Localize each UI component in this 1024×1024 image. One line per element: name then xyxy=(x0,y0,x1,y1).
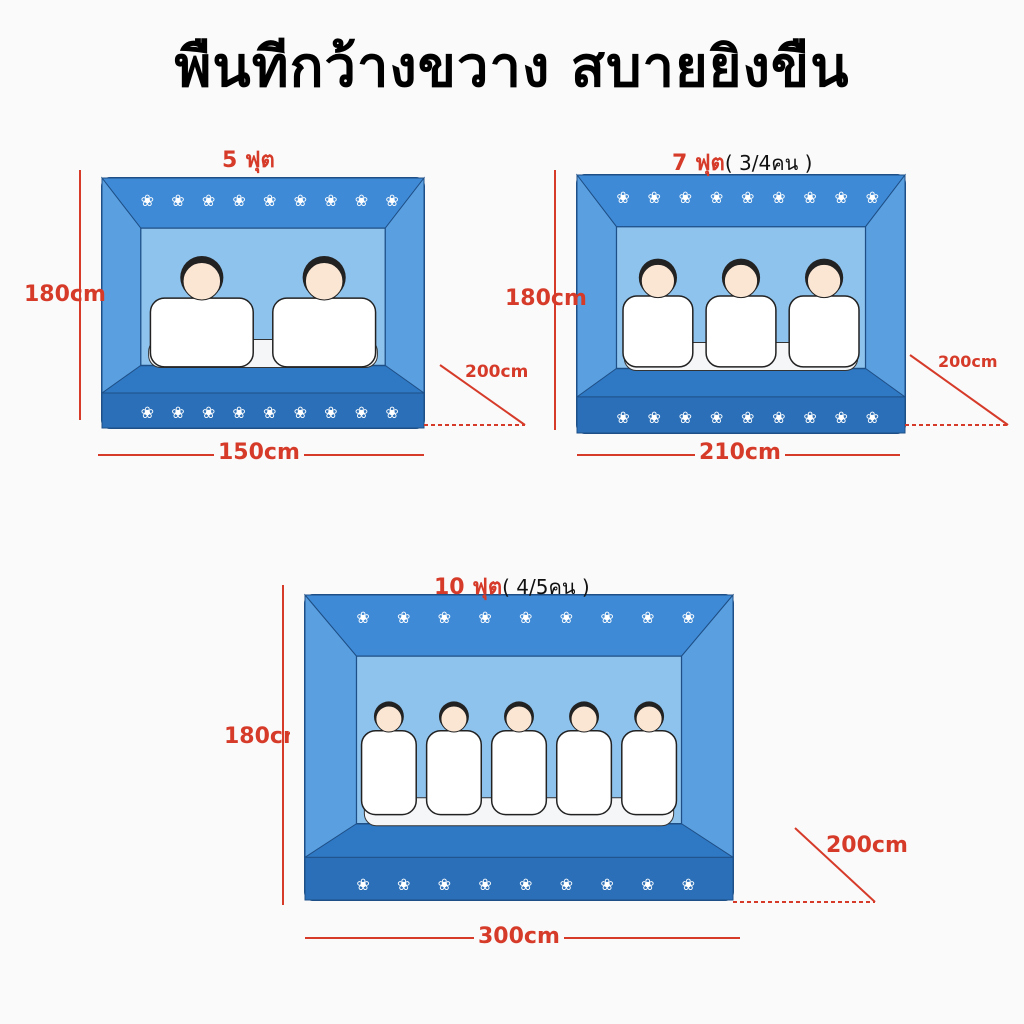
depth-dimension-line xyxy=(794,827,876,903)
net-left-panel xyxy=(101,176,142,394)
flower-pattern-icon: ❀ xyxy=(679,408,692,427)
flower-pattern-icon: ❀ xyxy=(710,188,723,207)
depth-dimension-line xyxy=(909,354,1009,426)
net-left-panel xyxy=(576,173,617,398)
flower-pattern-icon: ❀ xyxy=(866,408,879,427)
flower-pattern-icon: ❀ xyxy=(679,188,692,207)
flower-pattern-icon: ❀ xyxy=(263,403,276,422)
net-7ft-depth: 200cm xyxy=(938,352,998,371)
net-7ft-size-label: 7 ฟุต( 3/4คน ) xyxy=(672,151,813,176)
flower-pattern-icon: ❀ xyxy=(616,188,629,207)
person-face xyxy=(375,705,403,733)
flower-pattern-icon: ❀ xyxy=(772,408,785,427)
flower-pattern-icon: ❀ xyxy=(385,403,398,422)
net-5ft-depth: 200cm xyxy=(465,362,529,382)
page-title: พืนทีกว้างขวาง สบายยิงขืน xyxy=(174,35,850,100)
net-10ft-height: 180cm xyxy=(224,724,290,749)
person-body xyxy=(788,295,860,368)
net-5ft-width: 150cm xyxy=(214,440,304,465)
flower-pattern-icon: ❀ xyxy=(560,875,573,894)
flower-pattern-icon: ❀ xyxy=(478,608,491,627)
flower-pattern-icon: ❀ xyxy=(519,875,532,894)
person-body xyxy=(705,295,777,368)
net-right-panel xyxy=(681,593,734,859)
flower-pattern-icon: ❀ xyxy=(356,608,369,627)
flower-pattern-icon: ❀ xyxy=(803,408,816,427)
flower-pattern-icon: ❀ xyxy=(600,608,613,627)
net-10ft-size-label: 10 ฟุต( 4/5คน ) xyxy=(434,575,590,600)
flower-pattern-icon: ❀ xyxy=(202,403,215,422)
flower-pattern-icon: ❀ xyxy=(171,403,184,422)
person-face xyxy=(570,705,598,733)
net-bottom-band xyxy=(101,392,425,429)
person-face xyxy=(440,705,468,733)
flower-pattern-icon: ❀ xyxy=(438,875,451,894)
person-face xyxy=(806,263,842,299)
flower-pattern-icon: ❀ xyxy=(294,403,307,422)
flower-pattern-icon: ❀ xyxy=(141,191,154,210)
net-7ft-width: 210cm xyxy=(695,440,785,465)
flower-pattern-icon: ❀ xyxy=(232,191,245,210)
flower-pattern-icon: ❀ xyxy=(519,608,532,627)
person-body xyxy=(149,297,254,368)
flower-pattern-icon: ❀ xyxy=(232,403,245,422)
flower-pattern-icon: ❀ xyxy=(600,875,613,894)
flower-pattern-icon: ❀ xyxy=(324,191,337,210)
net-10ft-width: 300cm xyxy=(474,924,564,949)
person-face xyxy=(635,705,663,733)
person-body xyxy=(622,295,694,368)
person-body xyxy=(621,729,678,816)
net-right-panel xyxy=(865,173,906,398)
flower-pattern-icon: ❀ xyxy=(648,408,661,427)
person-face xyxy=(304,262,344,301)
flower-pattern-icon: ❀ xyxy=(397,608,410,627)
net-5ft-size-label: 5 ฟุต xyxy=(222,148,275,173)
flower-pattern-icon: ❀ xyxy=(263,191,276,210)
flower-pattern-icon: ❀ xyxy=(834,408,847,427)
flower-pattern-icon: ❀ xyxy=(141,403,154,422)
person-face xyxy=(182,262,222,301)
flower-pattern-icon: ❀ xyxy=(682,608,695,627)
person-face xyxy=(505,705,533,733)
flower-pattern-icon: ❀ xyxy=(202,191,215,210)
flower-pattern-icon: ❀ xyxy=(648,188,661,207)
flower-pattern-icon: ❀ xyxy=(834,188,847,207)
flower-pattern-icon: ❀ xyxy=(641,608,654,627)
person-body xyxy=(272,297,377,368)
flower-pattern-icon: ❀ xyxy=(741,408,754,427)
net-5ft-height: 180cm xyxy=(24,282,106,307)
person-body xyxy=(425,729,483,816)
net-7ft-height: 180cm xyxy=(505,286,587,311)
flower-pattern-icon: ❀ xyxy=(682,875,695,894)
flower-pattern-icon: ❀ xyxy=(641,875,654,894)
flower-pattern-icon: ❀ xyxy=(171,191,184,210)
flower-pattern-icon: ❀ xyxy=(438,608,451,627)
flower-pattern-icon: ❀ xyxy=(710,408,723,427)
net-bottom-band xyxy=(576,396,906,434)
person-face xyxy=(640,263,676,299)
net-10ft-depth: 200cm xyxy=(826,833,908,858)
person-body xyxy=(490,729,548,816)
flower-pattern-icon: ❀ xyxy=(324,403,337,422)
person-body xyxy=(555,729,613,816)
person-body xyxy=(360,729,417,816)
net-left-panel xyxy=(304,593,357,859)
flower-pattern-icon: ❀ xyxy=(385,191,398,210)
person-face xyxy=(723,263,759,299)
flower-pattern-icon: ❀ xyxy=(741,188,754,207)
flower-pattern-icon: ❀ xyxy=(616,408,629,427)
flower-pattern-icon: ❀ xyxy=(772,188,785,207)
depth-dimension-line xyxy=(439,364,526,426)
net-bottom-band xyxy=(304,856,734,901)
flower-pattern-icon: ❀ xyxy=(355,191,368,210)
flower-pattern-icon: ❀ xyxy=(560,608,573,627)
net-right-panel xyxy=(384,176,425,394)
flower-pattern-icon: ❀ xyxy=(866,188,879,207)
flower-pattern-icon: ❀ xyxy=(397,875,410,894)
flower-pattern-icon: ❀ xyxy=(803,188,816,207)
flower-pattern-icon: ❀ xyxy=(478,875,491,894)
flower-pattern-icon: ❀ xyxy=(355,403,368,422)
flower-pattern-icon: ❀ xyxy=(356,875,369,894)
flower-pattern-icon: ❀ xyxy=(294,191,307,210)
